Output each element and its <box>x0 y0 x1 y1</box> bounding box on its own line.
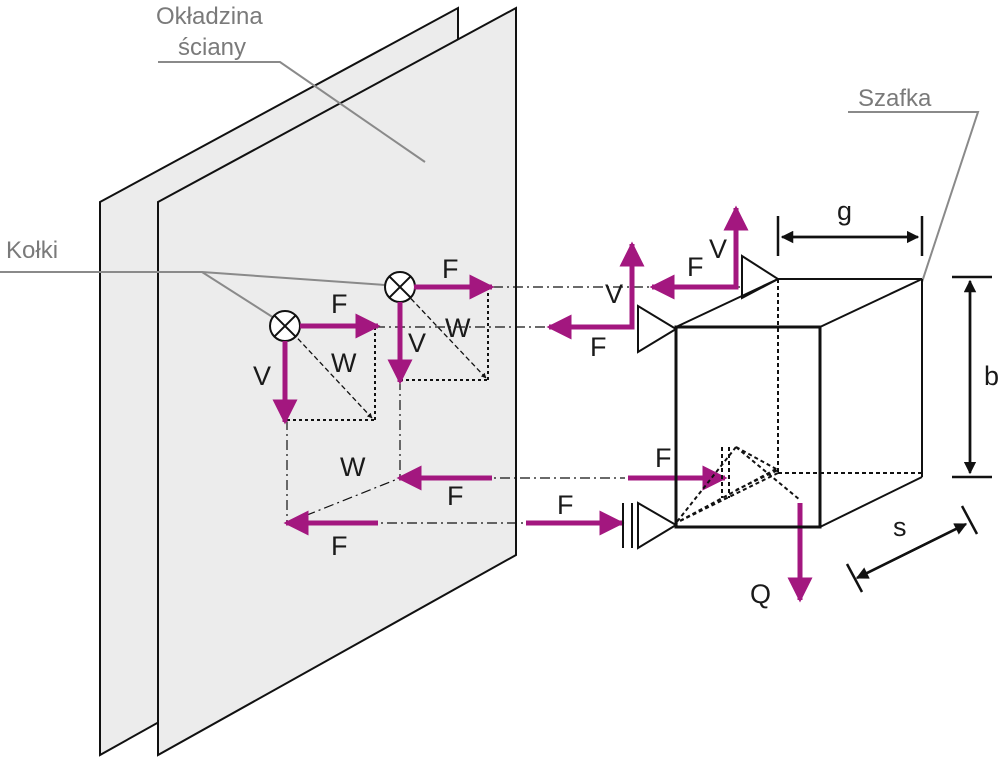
label-F-wall-lower: F <box>331 531 348 561</box>
label-V-upper-dowel: V <box>408 328 426 358</box>
wall-cladding-front-panel <box>157 6 517 757</box>
label-dimension-b: b <box>984 361 999 391</box>
bracket-back-upper <box>741 254 780 300</box>
cabinet-hidden-edges <box>675 279 922 524</box>
label-F-upper-dowel: F <box>442 254 459 284</box>
cabinet-box <box>674 278 923 529</box>
label-F-wall-middle: F <box>447 481 464 511</box>
bracket-bars <box>622 447 730 548</box>
dimension-b <box>952 275 992 479</box>
callout-cabinet: Szafka <box>858 85 932 112</box>
dowel-symbol-upper <box>384 271 416 303</box>
label-F-front-bracket: F <box>590 332 607 362</box>
label-W-upper-dowel: W <box>445 313 471 343</box>
dimension-s <box>845 505 979 593</box>
dimension-g <box>776 216 924 256</box>
force-rect-upper <box>400 287 489 381</box>
label-V-back-bracket: V <box>709 234 727 264</box>
label-dimension-g: g <box>837 196 852 226</box>
label-V-lower-dowel: V <box>253 361 271 391</box>
label-F-lower-dowel: F <box>331 289 348 319</box>
resultant-W-upper <box>399 286 487 379</box>
label-F-back-bracket: F <box>687 252 704 282</box>
callout-wall-cladding-line2: ściany <box>178 34 246 61</box>
bracket-triangles <box>637 254 780 550</box>
label-W-lower-dowel: W <box>331 348 357 378</box>
force-arrows <box>272 205 813 603</box>
callout-dowels: Kołki <box>6 237 58 264</box>
force-rect-lower <box>287 327 376 421</box>
bracket-front-upper <box>637 304 678 354</box>
callout-lines <box>0 61 980 326</box>
label-F-out-bottom: F <box>557 490 574 520</box>
bracket-front-lower <box>637 501 678 550</box>
callout-wall-cladding-line1: Okładzina <box>156 3 263 30</box>
label-W-projection: W <box>340 452 366 482</box>
label-Q-weight: Q <box>750 579 771 609</box>
label-F-inner-bottom: F <box>655 443 672 473</box>
dowel-symbol-lower <box>269 310 301 342</box>
label-dimension-s: s <box>893 512 907 542</box>
label-V-front-bracket: V <box>605 279 623 309</box>
resultant-W-lower <box>286 326 373 419</box>
